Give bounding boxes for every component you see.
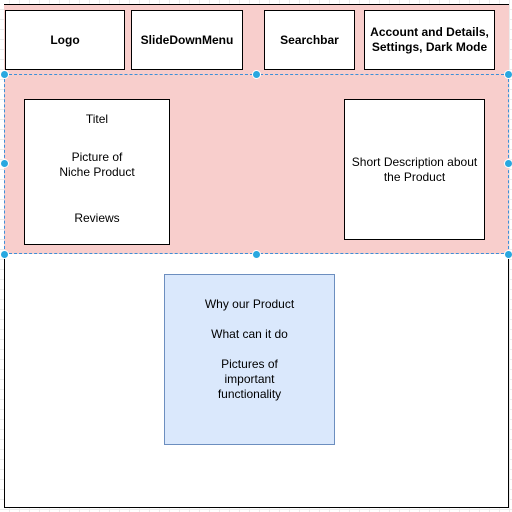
product-description-label: Short Description about the Product [351, 154, 478, 184]
product-picture-label: Picture of Niche Product [59, 150, 135, 179]
account-settings-box[interactable]: Account and Details, Settings, Dark Mode [364, 10, 495, 70]
why-our-product-box[interactable]: Why our Product What can it do Pictures … [164, 274, 335, 445]
resize-handle-top-right[interactable] [503, 69, 512, 79]
resize-handle-bottom-left[interactable] [0, 249, 9, 259]
logo-box[interactable]: Logo [5, 10, 125, 70]
searchbar-label: Searchbar [280, 32, 339, 47]
why-our-product-label: Why our Product [204, 297, 295, 311]
pictures-functionality-label: Pictures of important functionality [217, 357, 282, 401]
what-can-it-do-label: What can it do [211, 327, 288, 341]
resize-handle-top-left[interactable] [0, 69, 9, 79]
searchbar-box[interactable]: Searchbar [264, 10, 355, 70]
product-card-box[interactable]: Titel Picture of Niche Product Reviews [24, 99, 170, 245]
slide-down-menu-box[interactable]: SlideDownMenu [131, 10, 243, 70]
slide-down-menu-label: SlideDownMenu [140, 32, 234, 47]
product-reviews-label: Reviews [74, 211, 120, 225]
product-title: Titel [85, 112, 109, 126]
resize-handle-bottom-center[interactable] [251, 249, 261, 259]
account-settings-label: Account and Details, Settings, Dark Mode [370, 25, 489, 54]
resize-handle-middle-right[interactable] [503, 158, 512, 168]
logo-label: Logo [50, 32, 80, 47]
product-description-box[interactable]: Short Description about the Product [344, 99, 485, 240]
resize-handle-bottom-right[interactable] [503, 249, 512, 259]
resize-handle-middle-left[interactable] [0, 158, 9, 168]
resize-handle-top-center[interactable] [251, 69, 261, 79]
